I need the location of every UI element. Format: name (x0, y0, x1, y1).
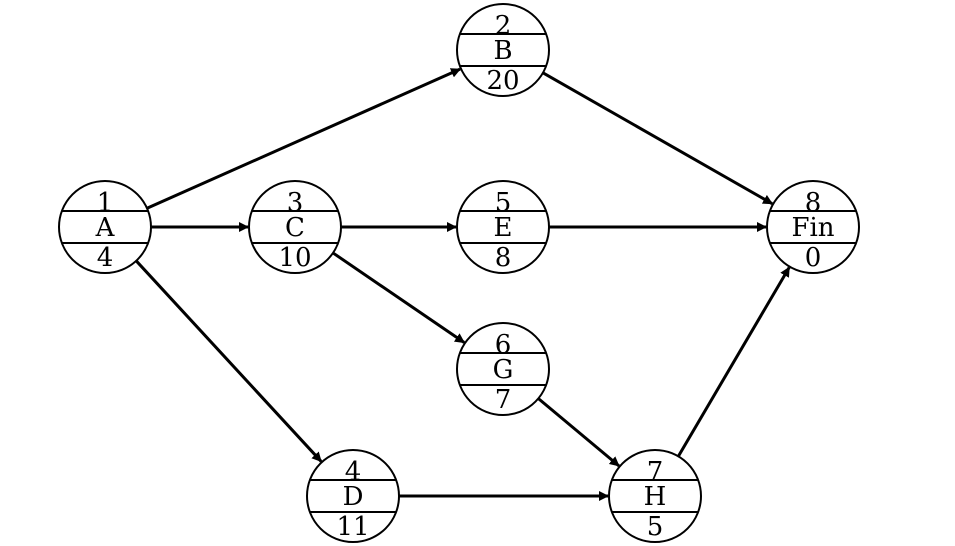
node-duration: 5 (647, 512, 664, 542)
node-duration: 8 (495, 243, 512, 273)
edge-b-to-fin (542, 71, 774, 205)
node-number: 2 (495, 11, 512, 41)
node-name: A (95, 213, 116, 243)
node-number: 6 (495, 330, 512, 360)
node-duration: 10 (278, 243, 311, 273)
edge-a-to-d (135, 259, 323, 463)
node-name: E (494, 213, 513, 243)
node-g: 6G7 (456, 322, 550, 416)
edge-g-to-h (537, 397, 620, 468)
node-h: 7H5 (608, 449, 702, 543)
node-duration: 7 (495, 385, 512, 415)
node-circle (306, 449, 400, 543)
node-name: B (493, 36, 512, 66)
edge-h-to-fin (677, 266, 791, 458)
node-name: C (285, 213, 305, 243)
node-circle (456, 322, 550, 416)
node-number: 4 (345, 457, 362, 487)
edge-a-to-b (146, 67, 461, 210)
node-number: 1 (97, 188, 114, 218)
node-e: 5E8 (456, 180, 550, 274)
node-circle (608, 449, 702, 543)
node-circle (58, 180, 152, 274)
node-circle (248, 180, 342, 274)
node-name: D (343, 482, 364, 512)
edge-c-to-g (332, 251, 466, 344)
edges-layer (135, 67, 791, 501)
node-number: 7 (647, 457, 664, 487)
node-circle (456, 3, 550, 97)
node-duration: 4 (97, 243, 114, 273)
node-name: H (644, 482, 667, 512)
node-circle (766, 180, 860, 274)
node-number: 3 (287, 188, 304, 218)
node-name: Fin (791, 213, 834, 243)
node-name: G (493, 355, 514, 385)
node-number: 8 (805, 188, 822, 218)
node-duration: 11 (336, 512, 369, 542)
node-duration: 0 (805, 243, 822, 273)
node-number: 5 (495, 188, 512, 218)
node-a: 1A4 (58, 180, 152, 274)
node-circle (456, 180, 550, 274)
node-duration: 20 (486, 66, 519, 96)
